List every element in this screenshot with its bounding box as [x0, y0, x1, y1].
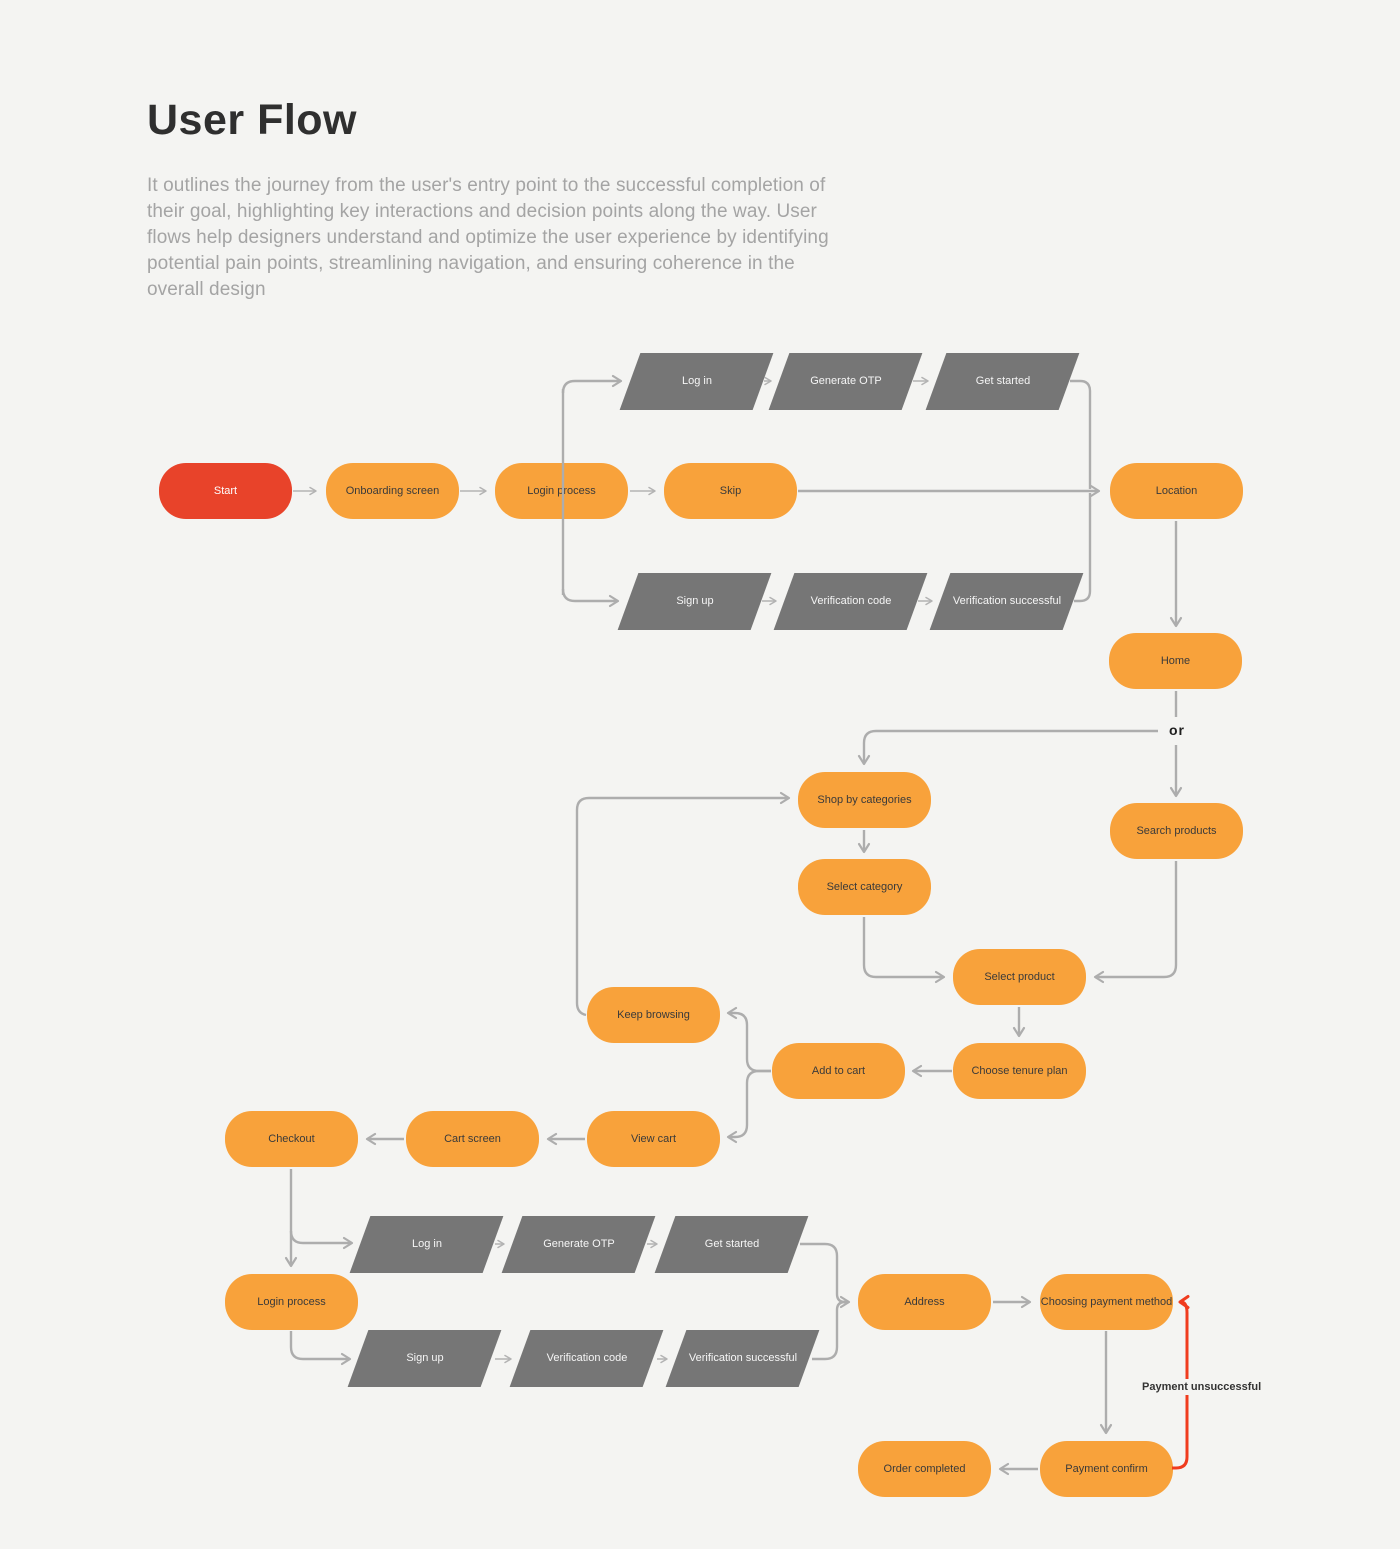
- flow-node-view-cart: View cart: [587, 1111, 720, 1167]
- edge-loginprocess2-signup2: [289, 1331, 352, 1366]
- flow-node-generate-otp-2: Generate OTP: [501, 1216, 656, 1273]
- flow-node-get-started: Get started: [925, 353, 1080, 410]
- flow-node-get-started-2: Get started: [654, 1216, 809, 1273]
- flow-node-login-process-2: Login process: [225, 1274, 358, 1330]
- payment-unsuccessful-label: Payment unsuccessful: [1139, 1379, 1265, 1395]
- edge-addtocart-viewcart: [726, 1069, 771, 1144]
- edge-getstarted2-merge: [800, 1242, 846, 1304]
- flow-node-verification-code: Verification code: [773, 573, 928, 630]
- flow-node-start: Start: [159, 463, 292, 519]
- flow-node-search-products: Search products: [1110, 803, 1243, 859]
- edge-loginprocess2-login2: [289, 1230, 354, 1250]
- flow-node-checkout: Checkout: [225, 1111, 358, 1167]
- or-connector-label: or: [1169, 722, 1185, 738]
- page-title: User Flow: [147, 96, 357, 144]
- page-description: It outlines the journey from the user's …: [147, 175, 829, 300]
- flow-node-shop-by-categories: Shop by categories: [798, 772, 931, 828]
- flow-node-select-product: Select product: [953, 949, 1086, 1005]
- flow-node-verification-successful: Verification successful: [929, 573, 1084, 630]
- flow-node-verification-code-2: Verification code: [509, 1330, 664, 1387]
- flow-node-cart-screen: Cart screen: [406, 1111, 539, 1167]
- flow-node-add-to-cart: Add to cart: [772, 1043, 905, 1099]
- edge-or-shopbycategories: [857, 729, 1158, 766]
- flow-node-sign-up: Sign up: [617, 573, 772, 630]
- flow-node-address: Address: [858, 1274, 991, 1330]
- flow-node-generate-otp: Generate OTP: [768, 353, 923, 410]
- edge-loginprocess-signup: [561, 588, 620, 608]
- flow-node-choosing-payment-method: Choosing payment method: [1040, 1274, 1173, 1330]
- flow-node-choose-tenure-plan: Choose tenure plan: [953, 1043, 1086, 1099]
- edge-keepbrowsing-shop: [575, 791, 791, 1017]
- flow-node-order-completed: Order completed: [858, 1441, 991, 1497]
- flow-node-onboarding-screen: Onboarding screen: [326, 463, 459, 519]
- flow-node-log-in-2: Log in: [349, 1216, 504, 1273]
- flow-node-log-in: Log in: [619, 353, 774, 410]
- flow-node-keep-browsing: Keep browsing: [587, 987, 720, 1043]
- flow-node-payment-confirm: Payment confirm: [1040, 1441, 1173, 1497]
- header: User Flow It outlines the journey from t…: [147, 96, 847, 303]
- edge-loginprocess-login: [561, 374, 623, 394]
- edge-getstarted-merge: [1070, 379, 1092, 489]
- flow-node-verification-successful-2: Verification successful: [665, 1330, 820, 1387]
- flow-node-login-process: Login process: [495, 463, 628, 519]
- flow-node-select-category: Select category: [798, 859, 931, 915]
- edge-addtocart-keepbrowsing: [726, 1006, 771, 1073]
- flow-node-location: Location: [1110, 463, 1243, 519]
- flow-node-skip: Skip: [664, 463, 797, 519]
- edge-searchproducts-selectproduct: [1093, 861, 1178, 984]
- edge-selectcategory-selectproduct: [862, 917, 946, 984]
- flow-node-sign-up-2: Sign up: [347, 1330, 502, 1387]
- flow-node-home: Home: [1109, 633, 1242, 689]
